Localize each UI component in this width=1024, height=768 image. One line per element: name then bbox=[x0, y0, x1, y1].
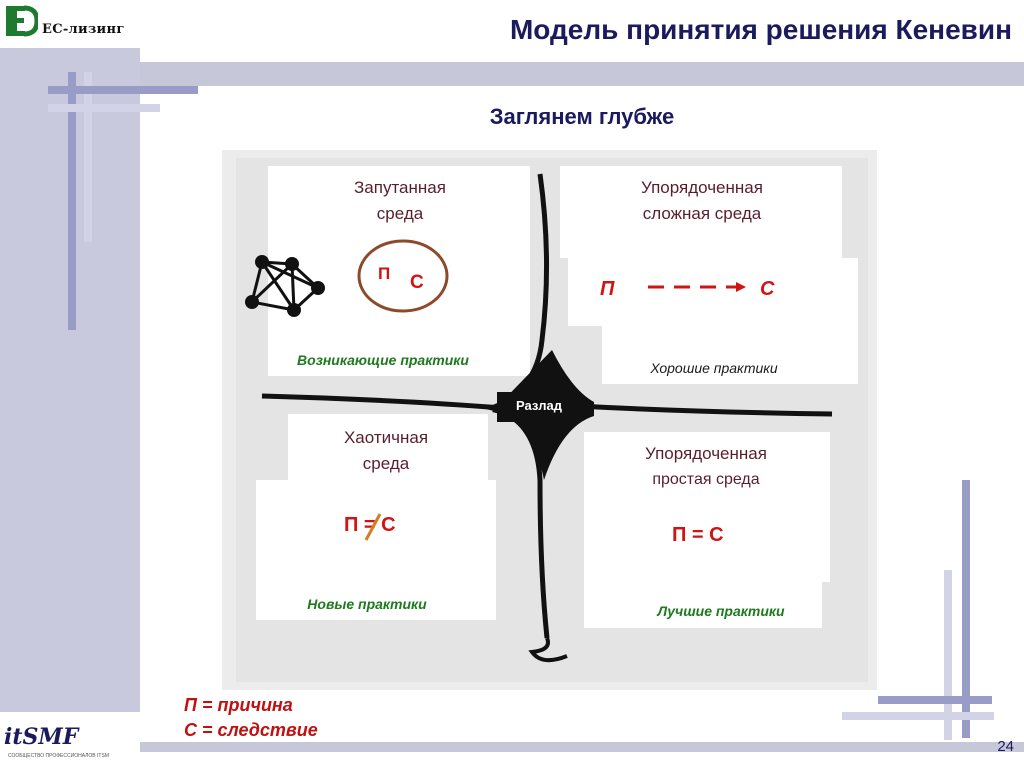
q-bottom-right-practice: Лучшие практики bbox=[657, 603, 785, 619]
legend-cause: П = причина bbox=[184, 695, 293, 715]
q-top-right-practice: Хорошие практики bbox=[650, 360, 778, 376]
q-top-left-title-2: среда bbox=[376, 204, 424, 223]
q-bottom-left-title-2: среда bbox=[362, 454, 410, 473]
es-leasing-logo-icon bbox=[6, 5, 38, 37]
decor-bar bbox=[842, 712, 994, 720]
footer-logo-area bbox=[0, 712, 140, 768]
panel-top-right-bottom bbox=[602, 326, 858, 384]
decor-bar bbox=[878, 696, 992, 704]
panel-bottom-left-header bbox=[288, 414, 488, 480]
panel-top-left bbox=[268, 166, 530, 376]
panel-bottom-right-footer bbox=[584, 582, 822, 628]
itsmf-logo-subtitle: СООБЩЕСТВО ПРОФЕССИОНАЛОВ ITSM bbox=[8, 753, 109, 759]
q-bottom-left-practice: Новые практики bbox=[307, 596, 427, 612]
q-bottom-right-title-1: Упорядоченная bbox=[645, 444, 767, 463]
q-top-left-title-1: Запутанная bbox=[354, 178, 446, 197]
not-equal-slash-icon bbox=[364, 513, 382, 541]
panel-bottom-right bbox=[584, 432, 830, 582]
q-top-right-p: П bbox=[600, 278, 615, 300]
slide-title: Модель принятия решения Кеневин bbox=[509, 14, 1012, 45]
q-top-left-c: С bbox=[410, 272, 424, 293]
page-number: 24 bbox=[997, 738, 1014, 755]
decor-bar bbox=[48, 86, 198, 94]
panel-bottom-left bbox=[256, 480, 496, 620]
q-top-left-p: П bbox=[378, 264, 391, 283]
decor-bar bbox=[944, 570, 952, 740]
q-bottom-right-title-2: простая среда bbox=[652, 471, 760, 488]
slide-subtitle: Заглянем глубже bbox=[489, 104, 675, 129]
logo-text: ЕС-лизинг bbox=[42, 22, 125, 37]
q-top-left-practice: Возникающие практики bbox=[297, 352, 469, 368]
center-label-box bbox=[497, 392, 581, 422]
itsmf-logo: itSMF bbox=[4, 724, 79, 750]
footer-band bbox=[140, 742, 1024, 752]
legend-effect: С = следствие bbox=[184, 720, 318, 740]
title-band bbox=[140, 0, 1024, 62]
q-bottom-right-formula: П = С bbox=[672, 524, 724, 546]
dashed-arrow-icon bbox=[648, 282, 746, 292]
title-band-shade bbox=[140, 62, 1024, 86]
decor-bar bbox=[68, 72, 76, 330]
panel-top-right-mid bbox=[568, 258, 858, 326]
q-top-right-title-1: Упорядоченная bbox=[641, 178, 763, 197]
q-bottom-left-formula: П = С bbox=[344, 514, 396, 536]
panel-top-right-header bbox=[560, 166, 842, 258]
decor-bar bbox=[48, 104, 160, 112]
center-label: Разлад bbox=[516, 398, 562, 413]
cause-effect-circle-icon bbox=[357, 239, 449, 313]
q-bottom-left-title-1: Хаотичная bbox=[343, 428, 429, 447]
decor-bar bbox=[84, 72, 92, 242]
q-top-right-title-2: сложная среда bbox=[642, 204, 762, 223]
q-top-right-c: С bbox=[760, 278, 775, 300]
decor-bar bbox=[962, 480, 970, 738]
network-graph-icon bbox=[245, 255, 325, 317]
